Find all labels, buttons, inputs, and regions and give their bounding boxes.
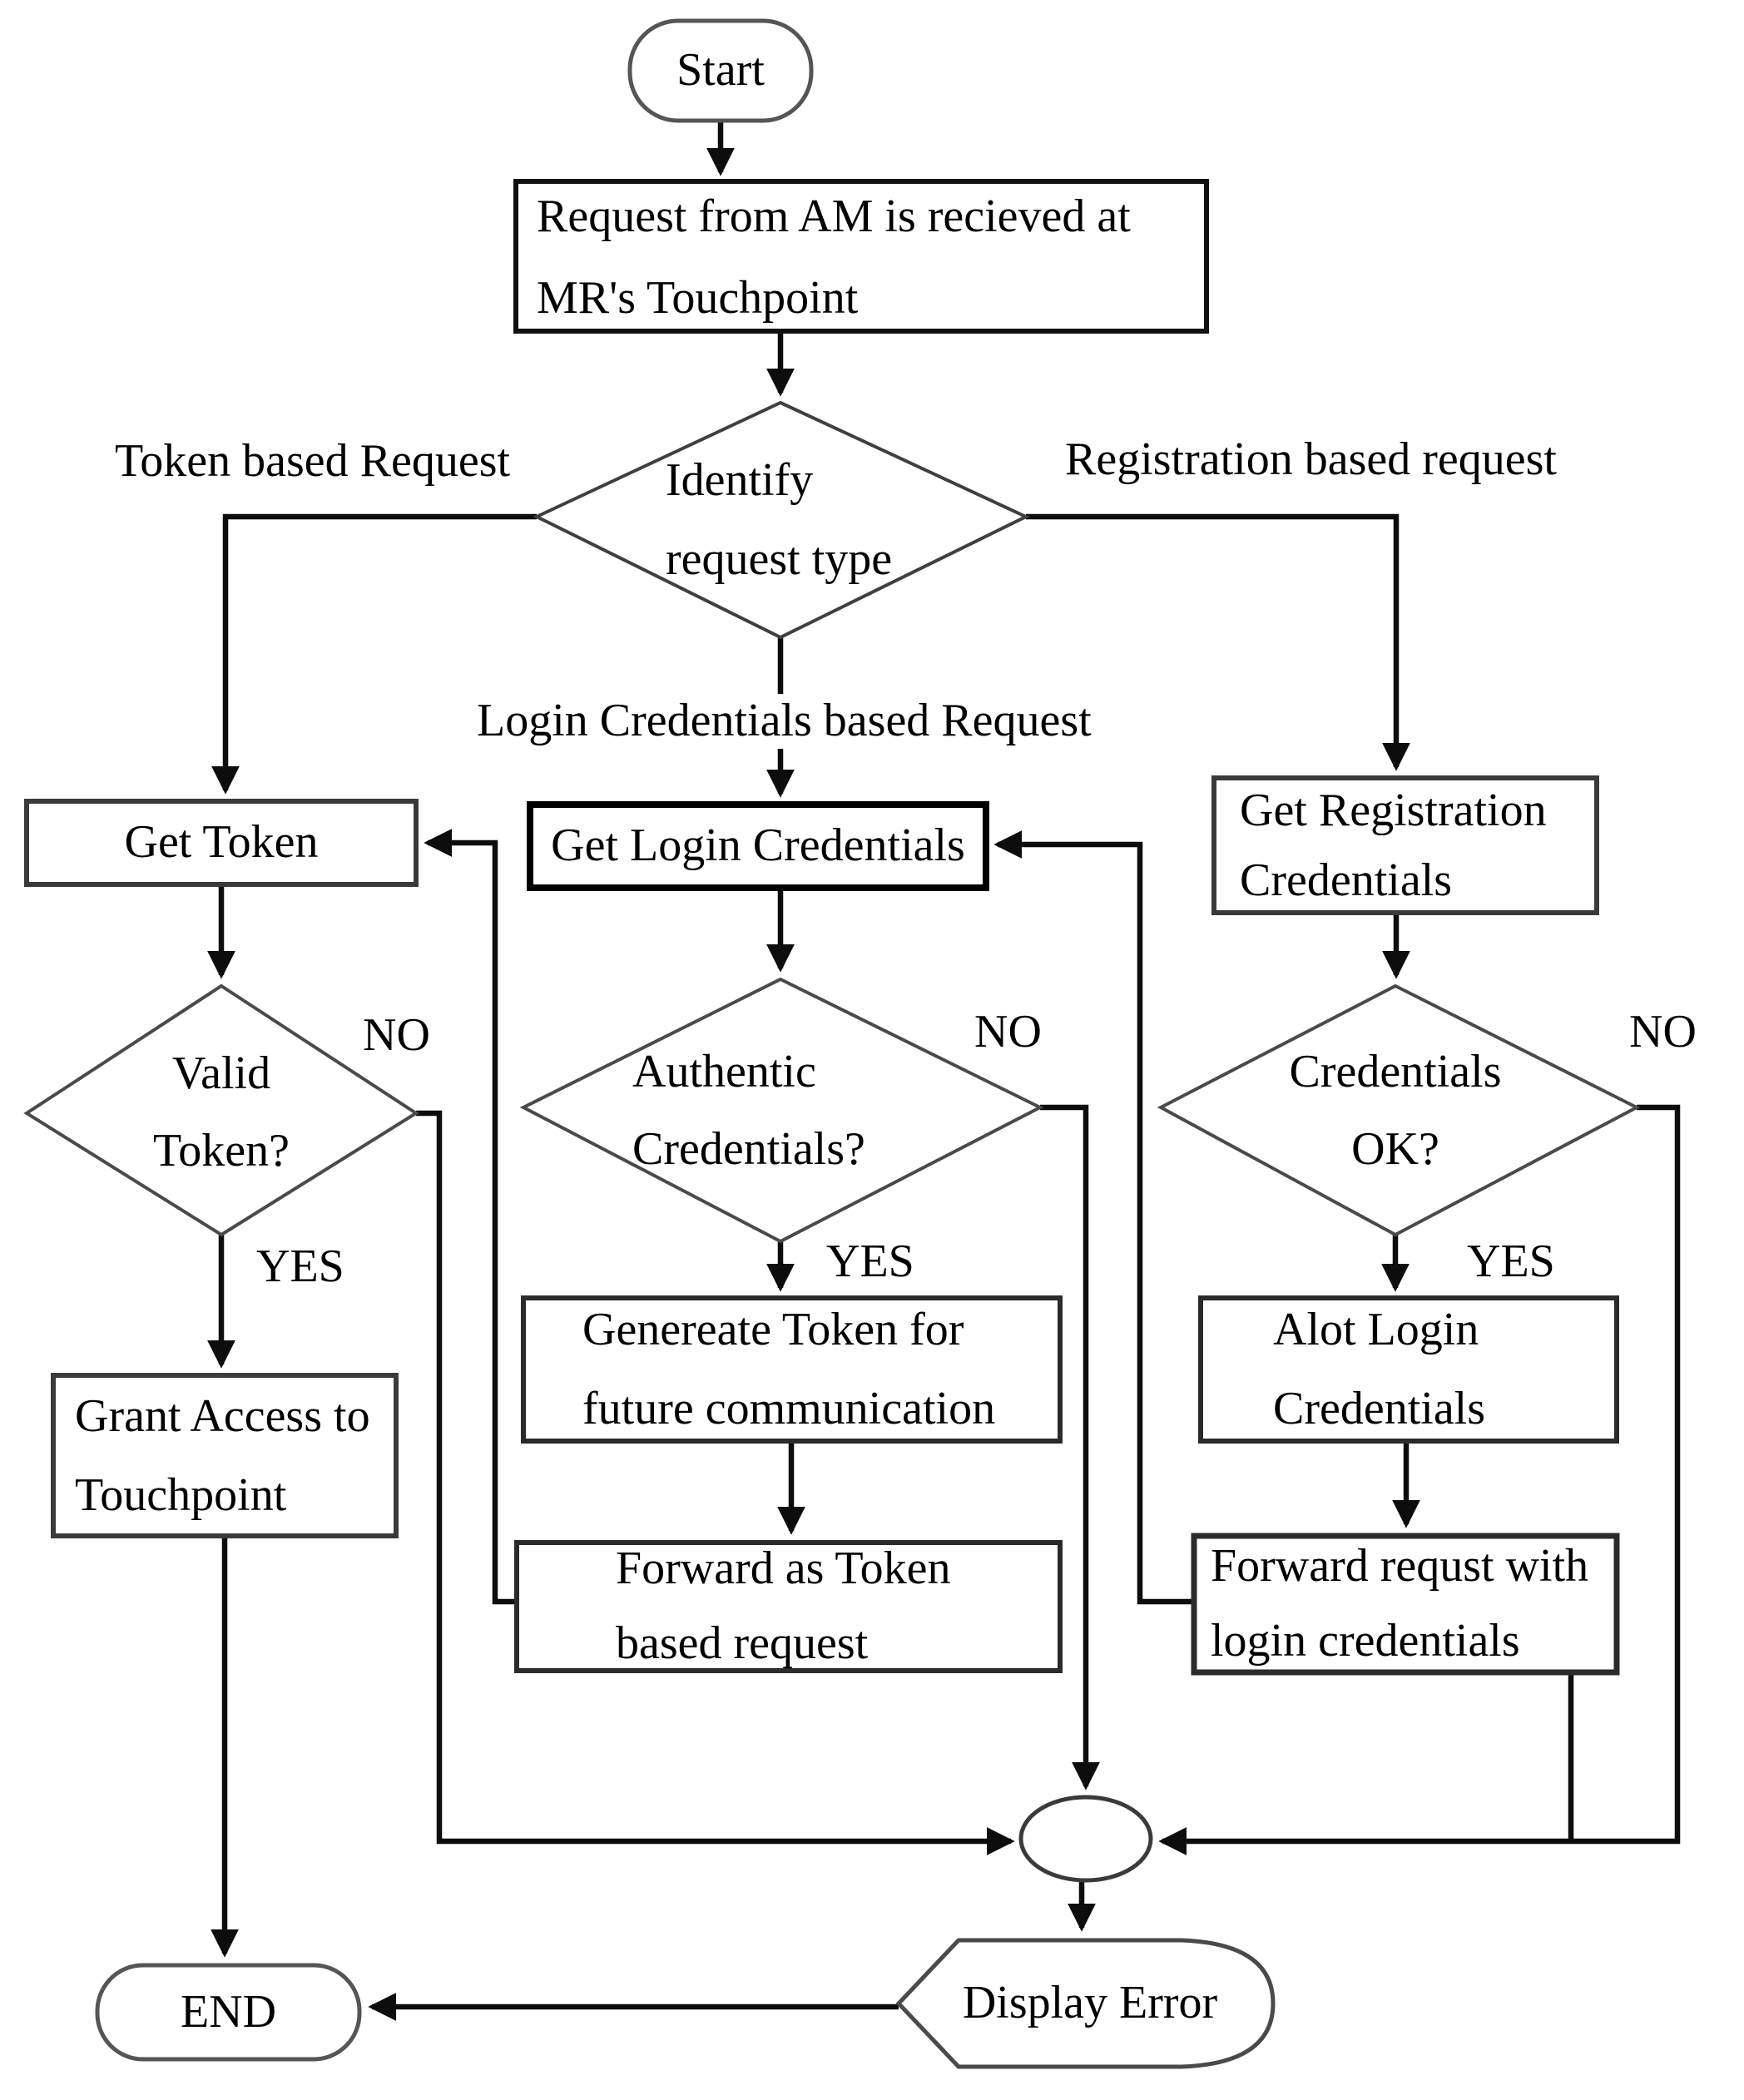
login-credentials-based-request-label: Login Credentials based Request xyxy=(470,694,1098,749)
forward-login-request-shape xyxy=(1191,1533,1620,1676)
authentic-yes-label: YES xyxy=(820,1235,921,1290)
generate-token-shape xyxy=(521,1295,1063,1444)
edge-feedback-to-getlogin xyxy=(993,830,1194,1605)
connector-group xyxy=(207,121,1681,2021)
grant-access-shape xyxy=(51,1373,399,1538)
edge-feedback-to-gettoken xyxy=(424,829,517,1605)
get-login-credentials-shape xyxy=(527,801,989,891)
edge-token-branch xyxy=(211,513,537,795)
token-based-request-label: Token based Request xyxy=(108,434,518,489)
get-token-shape xyxy=(24,799,419,887)
end-shape xyxy=(95,1963,362,2062)
valid-token-no-label: NO xyxy=(356,1008,437,1063)
edge-valid-no xyxy=(416,1110,1015,1855)
credentials-ok-no-label: NO xyxy=(1623,1005,1703,1060)
edge-authentic-no xyxy=(1040,1104,1100,1790)
valid-token-shape xyxy=(23,983,419,1237)
edge-credok-no xyxy=(1158,1104,1681,1855)
forward-token-request-shape xyxy=(514,1540,1063,1673)
receive-request-shape xyxy=(513,179,1209,334)
display-error-shape xyxy=(895,1938,1276,2069)
credentials-ok-yes-label: YES xyxy=(1460,1235,1562,1290)
alot-login-credentials-shape xyxy=(1198,1295,1619,1444)
registration-based-request-label: Registration based request xyxy=(1058,433,1563,488)
get-registration-credentials-shape xyxy=(1211,775,1599,915)
merge-connector-shape xyxy=(1018,1795,1153,1883)
shape-group xyxy=(23,18,1641,2069)
credentials-ok-shape xyxy=(1157,983,1641,1237)
start-shape xyxy=(627,18,814,123)
authentic-no-label: NO xyxy=(968,1005,1048,1060)
authentic-credentials-shape xyxy=(519,977,1044,1244)
valid-token-yes-label: YES xyxy=(250,1240,351,1295)
edge-registration-branch xyxy=(1026,513,1410,771)
identify-request-shape xyxy=(533,400,1030,640)
